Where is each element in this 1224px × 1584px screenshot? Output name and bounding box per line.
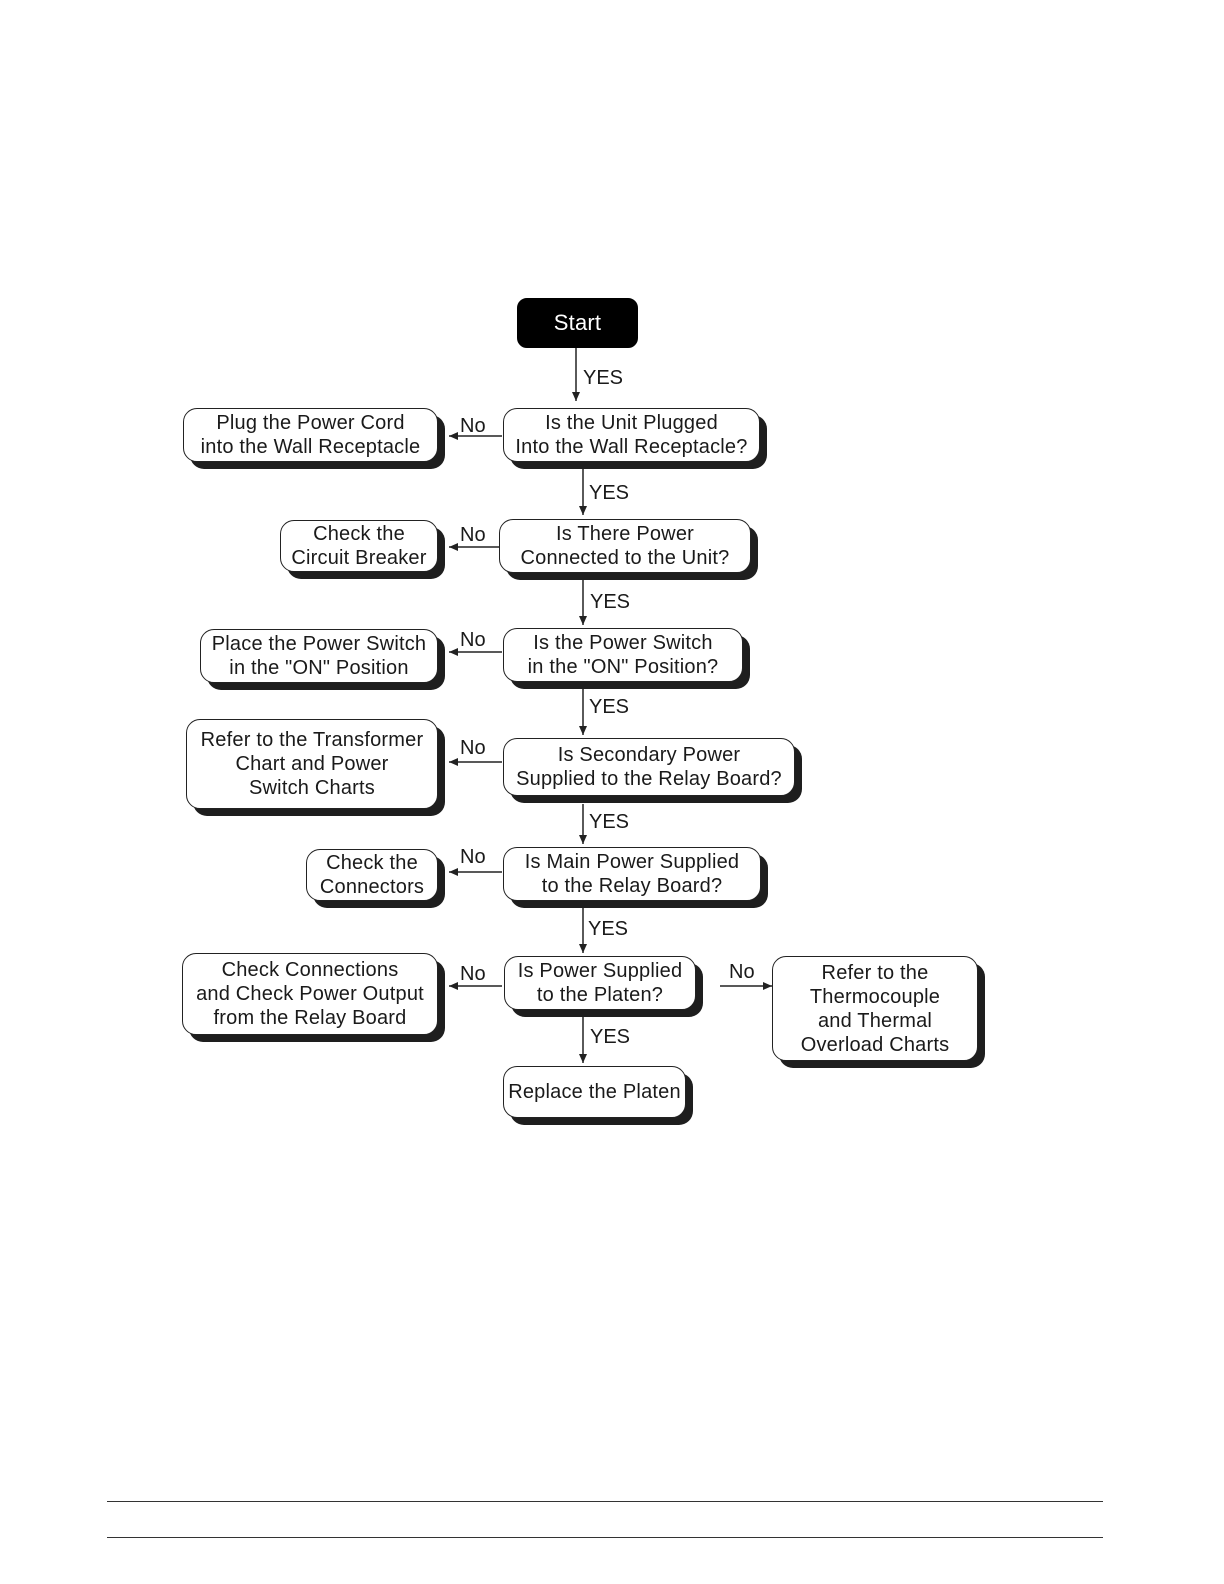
action-check-circuit-breaker: Check the Circuit Breaker [280,520,438,572]
yes-label-plugged: YES [589,482,630,504]
action-refer-thermocouple-charts: Refer to the Thermocouple and Thermal Ov… [772,956,978,1061]
yes-label-start: YES [583,367,624,389]
no-label-power: No [460,524,486,546]
question-secondary-power: Is Secondary Power Supplied to the Relay… [503,738,795,796]
yes-label-main: YES [588,918,629,940]
footer-rule-bottom [107,1537,1103,1538]
yes-label-secondary: YES [589,811,630,833]
action-place-power-switch: Place the Power Switch in the "ON" Posit… [200,629,438,683]
no-label-switch: No [460,629,486,651]
question-power-switch-on: Is the Power Switch in the "ON" Position… [503,628,743,682]
action-check-connectors: Check the Connectors [306,849,438,901]
no-label-platen-left: No [460,963,486,985]
action-refer-transformer-charts: Refer to the Transformer Chart and Power… [186,719,438,809]
question-platen-power: Is Power Supplied to the Platen? [504,956,696,1010]
yes-label-switch: YES [589,696,630,718]
no-label-plugged: No [460,415,486,437]
no-label-platen-right: No [729,961,755,983]
question-power-connected: Is There Power Connected to the Unit? [499,519,751,573]
no-label-secondary: No [460,737,486,759]
yes-label-power: YES [590,591,631,613]
action-replace-platen: Replace the Platen [503,1066,686,1118]
question-unit-plugged: Is the Unit Plugged Into the Wall Recept… [503,408,760,462]
yes-label-platen: YES [590,1026,631,1048]
footer-rule-top [107,1501,1103,1502]
action-check-connections: Check Connections and Check Power Output… [182,953,438,1035]
action-plug-power-cord: Plug the Power Cord into the Wall Recept… [183,408,438,462]
no-label-main: No [460,846,486,868]
question-main-power: Is Main Power Supplied to the Relay Boar… [503,847,761,901]
start-node: Start [517,298,638,348]
